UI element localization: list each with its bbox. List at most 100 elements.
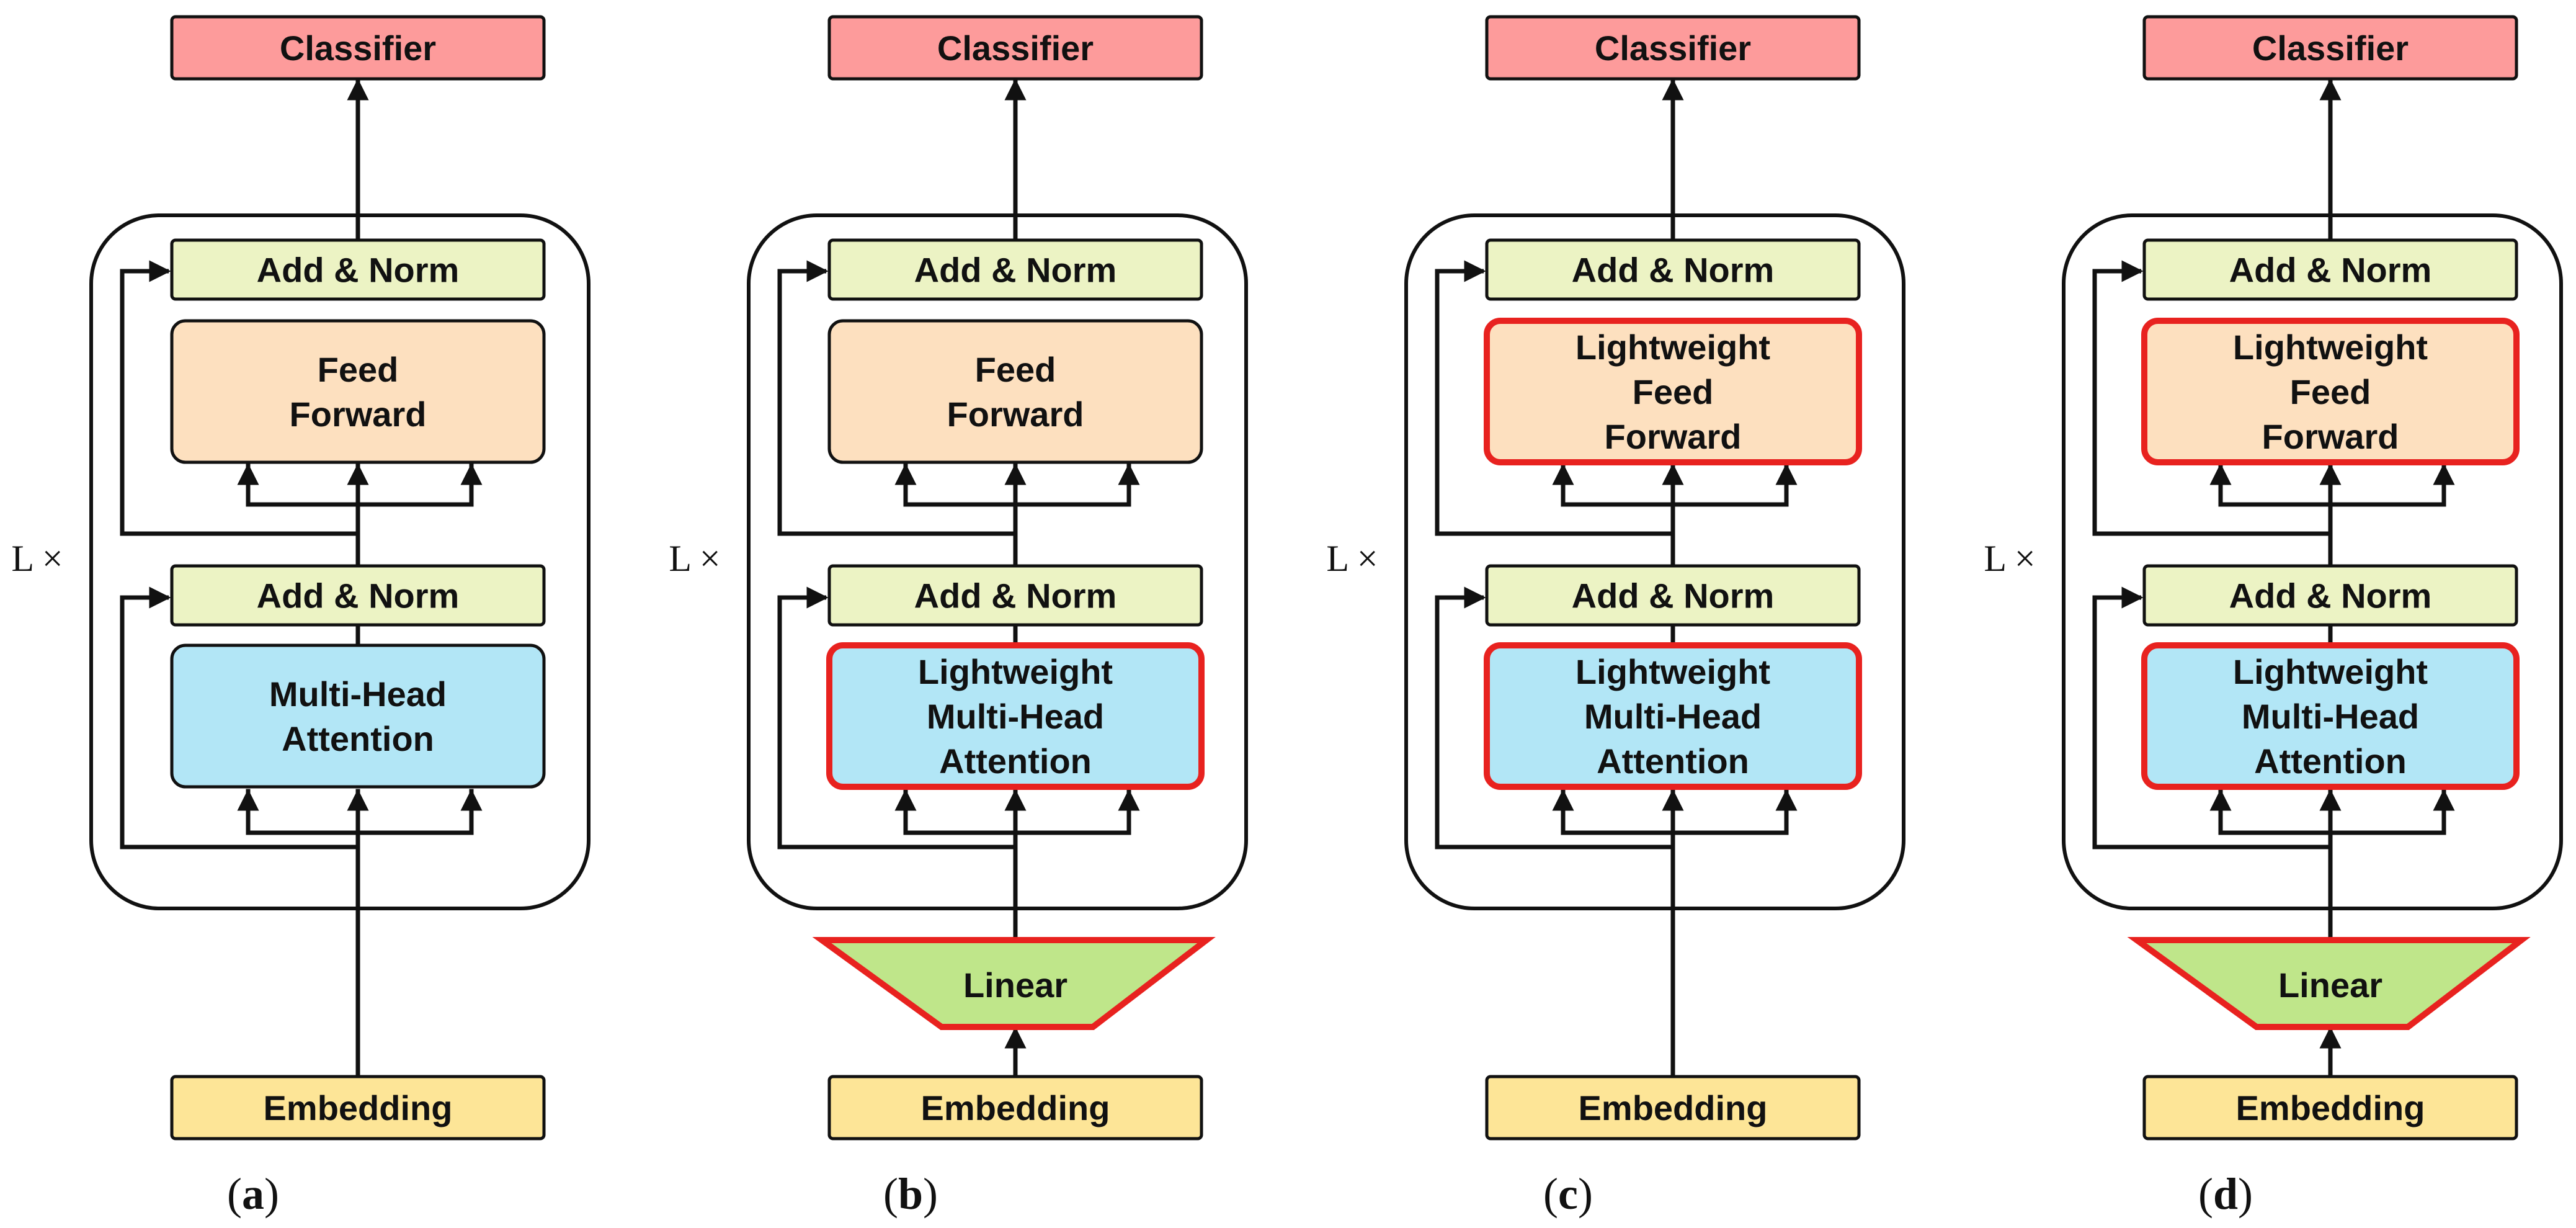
multi-head-attention-box-shape — [826, 642, 1205, 790]
add-norm-top-box: Add & Norm — [827, 238, 1203, 301]
multi-head-attention-box-label: Multi-Head — [269, 675, 447, 714]
caption-letter: d — [2213, 1169, 2238, 1219]
caption-close-paren: ) — [264, 1169, 279, 1219]
encoder-block-frame — [89, 213, 591, 910]
caption-letter: c — [1558, 1169, 1578, 1219]
embedding-box-label: Embedding — [1579, 1088, 1768, 1127]
add-norm-bottom-box-shape — [827, 564, 1203, 627]
add-norm-top-box-shape — [2142, 238, 2518, 301]
classifier-box-label: Classifier — [2252, 29, 2409, 68]
residual-path-ffn — [2092, 260, 2330, 536]
panel-caption: (d) — [2198, 1169, 2253, 1219]
embedding-box-shape — [170, 1075, 546, 1141]
add-norm-bottom-box-label: Add & Norm — [914, 576, 1117, 616]
caption-open-paren: ( — [227, 1169, 242, 1219]
residual-path-ffn — [1435, 260, 1673, 536]
classifier-box-shape — [170, 15, 546, 81]
embedding-box: Embedding — [1485, 1075, 1861, 1141]
residual-path-attention — [2092, 586, 2330, 849]
feed-forward-box-label: Feed — [2290, 372, 2371, 411]
classifier-box-shape — [2142, 15, 2518, 81]
add-norm-top-box-label: Add & Norm — [257, 251, 460, 290]
residual-path-attention — [1435, 586, 1673, 849]
feed-forward-box-shape — [170, 319, 546, 464]
encoder-block-frame — [1404, 213, 1905, 910]
caption-open-paren: ( — [883, 1169, 898, 1219]
add-norm-bottom-box: Add & Norm — [170, 564, 546, 627]
add-norm-bottom-box-shape — [2142, 564, 2518, 627]
residual-path-attention — [120, 586, 358, 849]
classifier-box: Classifier — [2142, 15, 2518, 81]
linear-layer-shape — [812, 937, 1216, 1030]
encoder-block-frame — [747, 213, 1248, 910]
multi-head-attention-box-label: Attention — [2254, 742, 2407, 781]
add-norm-top-box-shape — [170, 238, 546, 301]
multi-head-attention-box-label: Multi-Head — [927, 697, 1104, 736]
feed-forward-box-label: Lightweight — [2233, 328, 2428, 367]
panel-caption: (c) — [1543, 1169, 1593, 1219]
multi-head-attention-box-label: Multi-Head — [1584, 697, 1762, 736]
caption-close-paren: ) — [1578, 1169, 1593, 1219]
panel-caption: (a) — [227, 1169, 279, 1219]
caption-close-paren: ) — [923, 1169, 938, 1219]
linear-layer-shape — [2127, 937, 2531, 1030]
add-norm-bottom-box-shape — [170, 564, 546, 627]
multi-head-attention-box-label: Attention — [939, 742, 1092, 781]
add-norm-bottom-box: Add & Norm — [1485, 564, 1861, 627]
multi-head-attention-box-shape — [2141, 642, 2520, 790]
classifier-box-shape — [1485, 15, 1861, 81]
caption-letter: b — [898, 1169, 923, 1219]
embedding-box-label: Embedding — [264, 1088, 453, 1127]
feed-forward-box-label: Forward — [947, 395, 1084, 434]
embedding-box-shape — [1485, 1075, 1861, 1141]
add-norm-bottom-box-label: Add & Norm — [2229, 576, 2432, 616]
multi-head-attention-box-label: Attention — [1597, 742, 1749, 781]
multi-head-attention-box-label: Lightweight — [2233, 652, 2428, 691]
embedding-box: Embedding — [2142, 1075, 2518, 1141]
embedding-box-shape — [2142, 1075, 2518, 1141]
repeat-label: L × — [11, 538, 63, 579]
multi-head-attention-box-label: Multi-Head — [2242, 697, 2419, 736]
linear-layer: Linear — [2127, 937, 2531, 1030]
residual-path-attention — [777, 586, 1015, 849]
classifier-box-shape — [827, 15, 1203, 81]
repeat-label: L × — [1984, 538, 2035, 579]
linear-layer-label: Linear — [963, 966, 1067, 1005]
classifier-box-label: Classifier — [937, 29, 1094, 68]
add-norm-bottom-box-label: Add & Norm — [257, 576, 460, 616]
add-norm-bottom-box-shape — [1485, 564, 1861, 627]
linear-layer-label: Linear — [2278, 966, 2382, 1005]
add-norm-top-box-label: Add & Norm — [2229, 251, 2432, 290]
caption-open-paren: ( — [1543, 1169, 1558, 1219]
add-norm-bottom-box: Add & Norm — [827, 564, 1203, 627]
embedding-box-label: Embedding — [921, 1088, 1110, 1127]
classifier-box-label: Classifier — [1595, 29, 1751, 68]
add-norm-top-box-label: Add & Norm — [1572, 251, 1775, 290]
feed-forward-box-shape — [2141, 318, 2520, 465]
add-norm-top-box: Add & Norm — [2142, 238, 2518, 301]
add-norm-top-box: Add & Norm — [170, 238, 546, 301]
add-norm-top-box-shape — [827, 238, 1203, 301]
repeat-label: L × — [1326, 538, 1378, 579]
encoder-block-frame — [2062, 213, 2563, 910]
multi-head-attention-box-label: Lightweight — [1575, 652, 1770, 691]
embedding-box-label: Embedding — [2236, 1088, 2425, 1127]
multi-head-attention-box-shape — [170, 643, 546, 789]
classifier-box: Classifier — [1485, 15, 1861, 81]
residual-path-ffn — [120, 260, 358, 536]
add-norm-bottom-box-label: Add & Norm — [1572, 576, 1775, 616]
add-norm-top-box-shape — [1485, 238, 1861, 301]
multi-head-attention-box-shape — [1484, 642, 1862, 790]
panel-caption: (b) — [883, 1169, 938, 1219]
classifier-box: Classifier — [170, 15, 546, 81]
multi-head-attention-box-label: Attention — [282, 719, 434, 758]
feed-forward-box-label: Feed — [975, 350, 1056, 389]
